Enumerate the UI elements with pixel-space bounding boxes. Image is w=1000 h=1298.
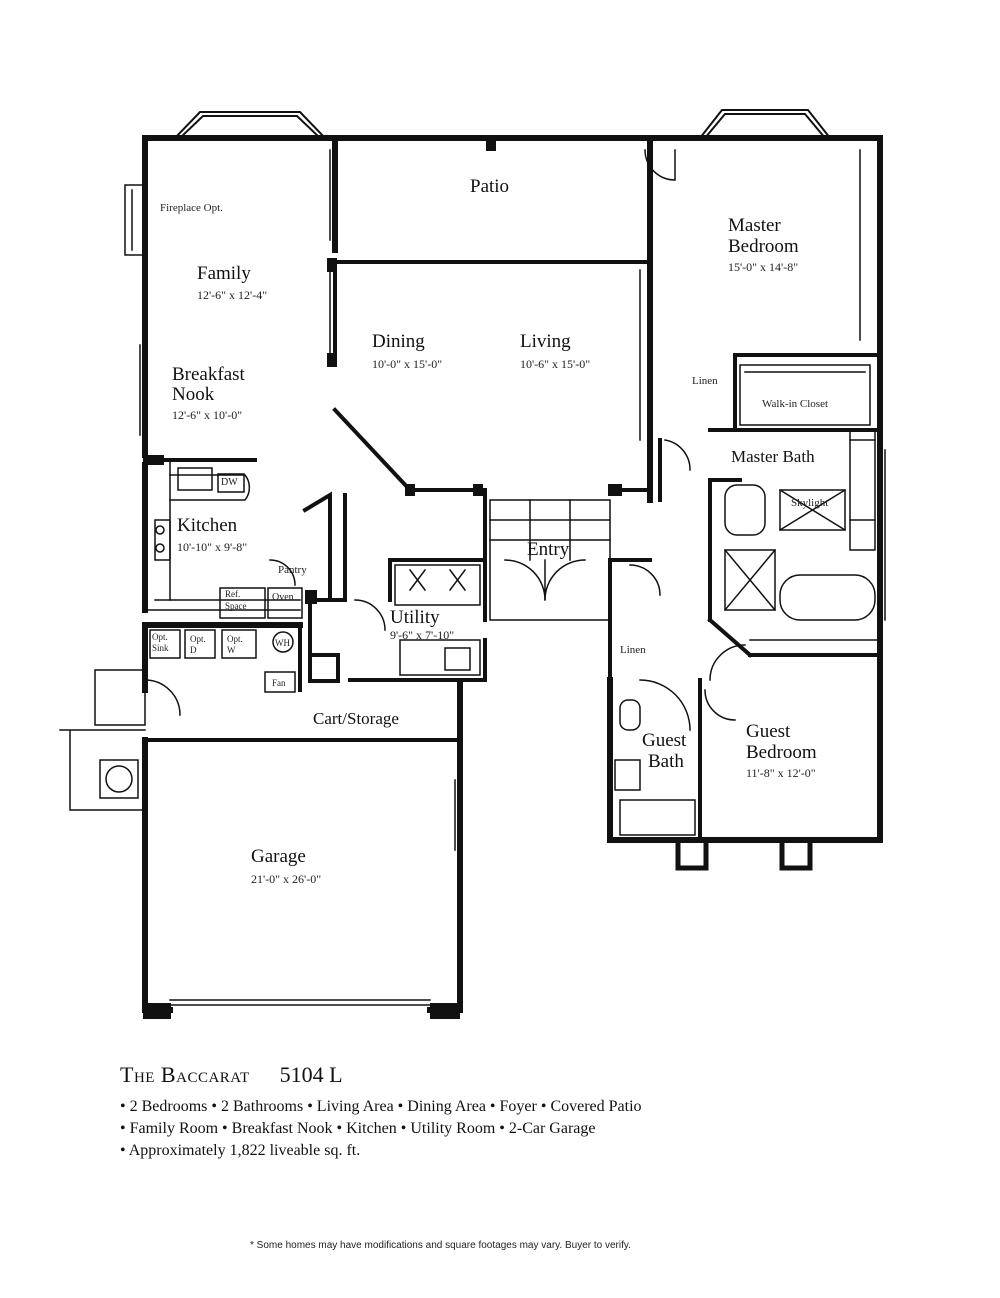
opt-sink-label-1: Opt.	[152, 632, 168, 642]
plan-description: The Baccarat 5104 L • 2 Bedrooms • 2 Bat…	[120, 1062, 920, 1160]
living-dims: 10'-6" x 15'-0"	[520, 357, 591, 371]
opt-dryer-label-2: D	[190, 645, 197, 655]
columns	[143, 137, 813, 1019]
garage-dims: 21'-0" x 26'-0"	[251, 872, 322, 886]
feature-line-1: • 2 Bedrooms • 2 Bathrooms • Living Area…	[120, 1098, 642, 1115]
plan-heading: The Baccarat 5104 L	[120, 1062, 920, 1088]
model-name: The Baccarat	[120, 1062, 250, 1087]
dining-label: Dining	[372, 331, 425, 352]
living-label: Living	[520, 331, 571, 352]
breakfast-nook-label-1: Breakfast	[172, 364, 245, 385]
model-number: 5104 L	[279, 1062, 343, 1087]
bay-windows	[173, 109, 832, 140]
dishwasher-label: DW	[221, 477, 238, 488]
skylight-label: Skylight	[791, 497, 829, 509]
oven-label: Oven	[272, 592, 294, 603]
master-bath-label: Master Bath	[731, 447, 815, 466]
family-dims: 12'-6" x 12'-4"	[197, 288, 268, 302]
opt-sink-label-2: Sink	[152, 643, 169, 653]
master-bedroom-label-2: Bedroom	[728, 236, 799, 257]
garage-label: Garage	[251, 846, 306, 867]
fixture-lines	[59, 149, 886, 1006]
opt-washer-label-1: Opt.	[227, 634, 243, 644]
feature-line-2: • Family Room • Breakfast Nook • Kitchen…	[120, 1120, 596, 1137]
utility-dims: 9'-6" x 7'-10"	[390, 628, 455, 642]
pantry-label: Pantry	[278, 564, 307, 576]
dining-dims: 10'-0" x 15'-0"	[372, 357, 443, 371]
fireplace-label: Fireplace Opt.	[160, 202, 223, 214]
patio-label: Patio	[470, 176, 510, 197]
disclaimer: * Some homes may have modifications and …	[250, 1240, 631, 1251]
linen-master-label: Linen	[692, 375, 718, 387]
cart-storage-label: Cart/Storage	[313, 709, 399, 728]
utility-label: Utility	[390, 607, 440, 628]
feature-line-3: • Approximately 1,822 liveable sq. ft.	[120, 1142, 361, 1159]
master-bedroom-dims: 15'-0" x 14'-8"	[728, 260, 799, 274]
guest-bedroom-label-1: Guest	[746, 721, 791, 742]
guest-bath-label-1: Guest	[642, 730, 687, 751]
opt-dryer-label-1: Opt.	[190, 634, 206, 644]
guest-bedroom-dims: 11'-8" x 12'-0"	[746, 766, 816, 780]
interior-walls	[143, 260, 882, 842]
breakfast-nook-label-2: Nook	[172, 384, 215, 405]
kitchen-label: Kitchen	[177, 515, 238, 536]
ref-space-label-1: Ref.	[225, 589, 241, 599]
guest-bedroom-label-2: Bedroom	[746, 742, 817, 763]
walk-in-closet-label: Walk-in Closet	[762, 398, 829, 410]
kitchen-dims: 10'-10" x 9'-8"	[177, 540, 248, 554]
opt-washer-label-2: W	[227, 645, 236, 655]
master-bedroom-label-1: Master	[728, 215, 781, 236]
breakfast-nook-dims: 12'-6" x 10'-0"	[172, 408, 243, 422]
water-heater-label: WH	[275, 638, 290, 648]
family-label: Family	[197, 263, 251, 284]
linen-hall-label: Linen	[620, 644, 646, 656]
guest-bath-label-2: Bath	[648, 751, 684, 772]
ref-space-label-2: Space	[225, 601, 247, 611]
entry-label: Entry	[527, 539, 570, 560]
fan-label: Fan	[272, 678, 286, 688]
